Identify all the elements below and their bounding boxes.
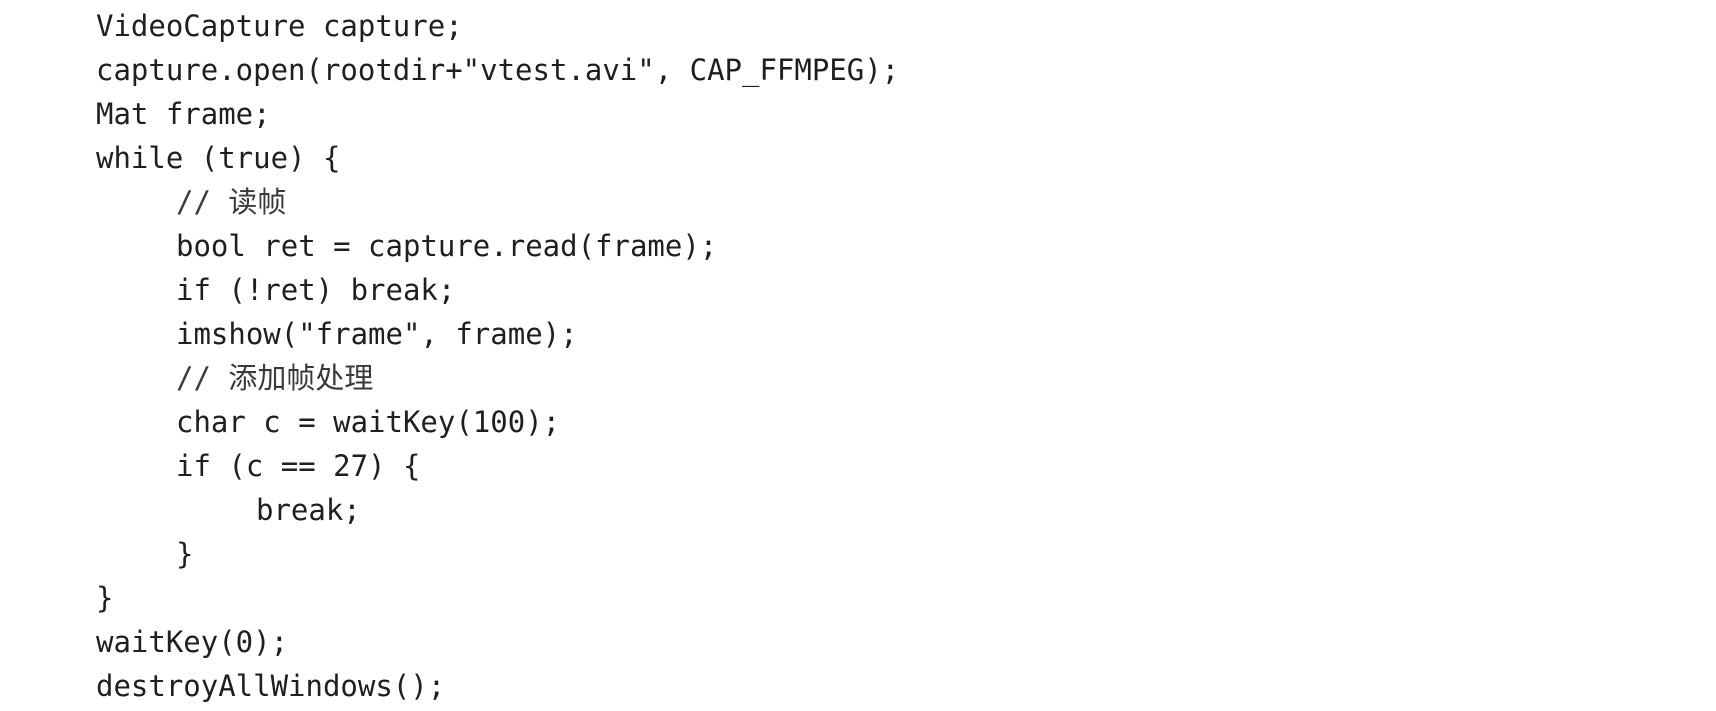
code-line: capture.open(rootdir+"vtest.avi", CAP_FF… xyxy=(96,53,900,87)
code-comment: // 读帧 xyxy=(176,185,287,219)
code-line: bool ret = capture.read(frame); xyxy=(176,229,718,263)
code-line: VideoCapture capture; xyxy=(96,9,463,43)
code-line: break; xyxy=(256,493,361,527)
code-line: char c = waitKey(100); xyxy=(176,405,561,439)
code-line: if (c == 27) { xyxy=(176,449,421,483)
code-line: while (true) { xyxy=(96,141,341,175)
code-comment: // 添加帧处理 xyxy=(176,361,374,395)
code-line: } xyxy=(176,537,194,571)
code-line: destroyAllWindows(); xyxy=(96,669,446,703)
code-line: } xyxy=(96,581,114,615)
code-line: waitKey(0); xyxy=(96,625,289,659)
code-line: Mat frame; xyxy=(96,97,271,131)
code-line: if (!ret) break; xyxy=(176,273,456,307)
code-block: VideoCapture capture; capture.open(rootd… xyxy=(96,4,899,708)
code-line: imshow("frame", frame); xyxy=(176,317,578,351)
